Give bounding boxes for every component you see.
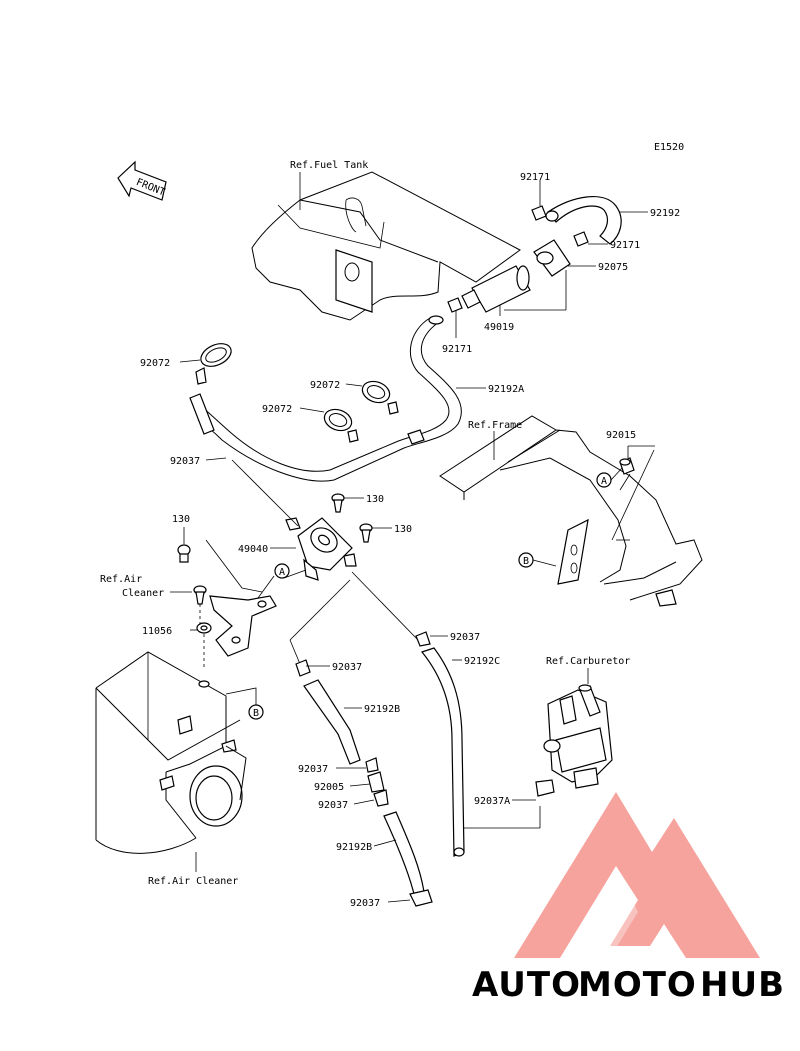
bracket-11056 [209,595,277,657]
label-92037-e: 92037 [298,764,328,775]
clamp-92037-g [409,889,433,907]
label-92015: 92015 [606,430,636,441]
diagram-code: E1520 [654,142,684,153]
callout-b-cleaner: B [248,704,264,720]
clamp-92037-e [365,757,379,773]
fuel-tank-drawing [251,171,521,321]
label-92037-d: 92037 [332,662,362,673]
label-92037-c: 92037 [450,632,480,643]
fitting-92075 [533,239,571,277]
fuel-pump-49040 [285,517,357,581]
ref-air-cleaner-1: Ref.Air [100,574,142,585]
label-92072-mid2: 92072 [262,404,292,415]
callout-a-frame: A [596,472,612,488]
label-49040: 49040 [238,544,268,555]
label-130-c: 130 [172,514,190,525]
grommet-11056 [196,622,212,634]
ref-fuel-tank: Ref.Fuel Tank [290,160,368,171]
label-92192B-bot: 92192B [336,842,372,853]
bolt-130-c [177,544,191,563]
joint-92005 [367,771,385,793]
label-130-b: 130 [394,524,412,535]
hose-92192C [415,631,465,857]
clamp-92171-top [531,205,547,221]
air-cleaner-drawing [95,651,247,854]
label-92192B-top: 92192B [364,704,400,715]
leader-lines [170,180,648,903]
label-92171-right: 92171 [610,240,640,251]
bolt-130-a [331,493,345,513]
label-92075: 92075 [598,262,628,273]
label-92072-left: 92072 [140,358,170,369]
clamp-92171-mid [447,297,463,313]
label-92072-mid1: 92072 [310,380,340,391]
bolt-92015 [619,457,635,475]
label-49019: 49019 [484,322,514,333]
callout-a-pump: A [274,563,290,579]
callout-b-frame: B [518,552,534,568]
fuel-filter-49019 [461,265,531,313]
ref-carburetor: Ref.Carburetor [546,656,630,667]
label-92037A: 92037A [474,796,510,807]
label-92192A: 92192A [488,384,524,395]
label-92037-left: 92037 [170,456,200,467]
label-92171-mid: 92171 [442,344,472,355]
watermark-logo-icon [514,792,760,958]
hose-92192B-upper [295,659,361,765]
bolt-air-cleaner [193,585,207,605]
label-92171-top: 92171 [520,172,550,183]
ref-frame: Ref.Frame [468,420,522,431]
bolt-130-b [359,523,373,543]
clamp-92072-mid2 [323,408,359,443]
front-arrow-icon: FRONT [117,160,167,201]
label-92192: 92192 [650,208,680,219]
ref-air-cleaner-bottom: Ref.Air Cleaner [148,876,238,887]
label-92005: 92005 [314,782,344,793]
clamp-92037-f [373,789,389,807]
watermark-auto: AUTO [472,965,581,1005]
clamp-92072-left [195,343,232,385]
svg-text:B: B [523,556,529,567]
ref-air-cleaner-2: Cleaner [122,588,164,599]
svg-text:A: A [279,567,285,578]
label-92037-g: 92037 [350,898,380,909]
hose-92192B-lower [383,811,425,895]
svg-text:B: B [253,708,259,719]
clamp-92171-right [573,231,589,247]
clamp-92072-mid1 [361,380,399,415]
svg-text:A: A [601,476,607,487]
hose-92192 [545,195,622,245]
watermark-triangle-icon [514,792,760,958]
carburetor-drawing [535,668,613,797]
watermark-moto: MOTO [578,965,697,1005]
label-130-a: 130 [366,494,384,505]
label-11056: 11056 [142,626,172,637]
label-92192C: 92192C [464,656,500,667]
label-92037-f: 92037 [318,800,348,811]
watermark-hub: HUB [700,965,785,1005]
hose-92192A [189,315,462,482]
frame-drawing [439,415,703,607]
